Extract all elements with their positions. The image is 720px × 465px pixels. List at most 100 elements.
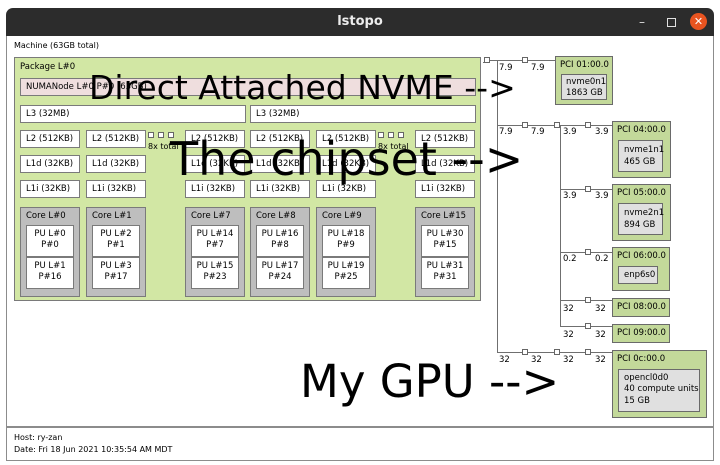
l3-cache[interactable]: L3 (32MB) [20,105,246,123]
device-name: nvme2n1 [624,208,665,218]
block-device[interactable]: nvme1n1 465 GB [618,140,664,172]
l2-cache[interactable]: L2 (512KB) [415,130,475,148]
l1d-cache[interactable]: L1d (32KB) [185,155,245,173]
pci-device[interactable]: PCI 05:00.0 nvme2n1 894 GB [612,184,671,241]
l1d-cache-label: L1d (32KB) [191,159,239,169]
l3-cache[interactable]: L3 (32MB) [250,105,476,123]
topology-canvas: Machine (63GB total) Package L#0 NUMANod… [6,36,714,427]
pu-logical-label: PU L#14 [196,229,234,239]
l2-cache-label: L2 (512KB) [191,134,239,144]
l2-cache-label: L2 (512KB) [26,134,74,144]
device-size: 1863 GB [566,88,603,98]
pci-device[interactable]: PCI 06:00.0 enp6s0 [612,247,670,291]
pci-bus-line [560,125,561,326]
package-label: Package L#0 [20,62,76,72]
device-size: 465 GB [624,157,656,167]
l1i-cache[interactable]: L1i (32KB) [185,180,245,198]
bandwidth-label: 3.9 [563,191,577,201]
l1i-cache[interactable]: L1i (32KB) [316,180,376,198]
maximize-icon[interactable] [663,14,679,30]
l2-cache[interactable]: L2 (512KB) [250,130,310,148]
total-label: 8x total [148,142,179,151]
bandwidth-label: 0.2 [563,254,577,264]
l1d-cache-label: L1d (32KB) [421,159,469,169]
device-name: enp6s0 [624,270,656,280]
l1d-cache[interactable]: L1d (32KB) [86,155,146,173]
device-name: opencl0d0 [624,373,669,383]
block-device[interactable]: nvme2n1 894 GB [618,203,665,235]
l1i-cache[interactable]: L1i (32KB) [250,180,310,198]
pci-id: PCI 06:00.0 [617,251,666,261]
pci-id: PCI 08:00.0 [617,302,666,312]
pu-logical-label: PU L#16 [261,229,299,239]
pci-id: PCI 09:00.0 [617,328,666,338]
package-box[interactable]: Package L#0 NUMANode L#0 P#0 (63GB) L3 (… [14,57,481,301]
opencl-device[interactable]: opencl0d0 40 compute units 15 GB [618,369,700,412]
l2-cache[interactable]: L2 (512KB) [86,130,146,148]
l1d-cache[interactable]: L1d (32KB) [20,155,80,173]
numa-node[interactable]: NUMANode L#0 P#0 (63GB) [20,78,476,96]
l1i-cache[interactable]: L1i (32KB) [86,180,146,198]
bandwidth-label: 0.2 [595,254,609,264]
pu-logical-label: PU L#15 [196,261,234,271]
l1i-cache-label: L1i (32KB) [92,184,137,194]
l1d-cache[interactable]: L1d (32KB) [415,155,475,173]
bandwidth-label: 32 [563,355,574,365]
l2-cache[interactable]: L2 (512KB) [185,130,245,148]
pci-device[interactable]: PCI 08:00.0 [612,298,670,317]
close-icon[interactable]: ✕ [690,13,707,30]
pu-logical-label: PU L#19 [327,261,365,271]
network-device[interactable]: enp6s0 [618,266,658,284]
pu-logical-label: PU L#30 [426,229,464,239]
pci-device[interactable]: PCI 01:00.0 nvme0n1 1863 GB [555,56,613,105]
l1i-cache[interactable]: L1i (32KB) [20,180,80,198]
l1d-cache-label: L1d (32KB) [26,159,74,169]
collapsed-marker [168,132,174,138]
l2-cache[interactable]: L2 (512KB) [20,130,80,148]
core-label: Core L#9 [322,211,362,221]
bandwidth-label: 32 [563,330,574,340]
bandwidth-label: 32 [595,355,606,365]
pu-physical-label: P#23 [203,272,227,282]
pci-device[interactable]: PCI 09:00.0 [612,324,670,343]
numa-label: NUMANode L#0 P#0 (63GB) [26,82,147,92]
pci-device[interactable]: PCI 04:00.0 nvme1n1 465 GB [612,121,671,178]
core-label: Core L#7 [191,211,231,221]
pu-physical-label: P#9 [337,240,355,250]
l3-label: L3 (32MB) [256,109,300,119]
collapsed-marker [388,132,394,138]
l2-cache-label: L2 (512KB) [256,134,304,144]
pu-logical-label: PU L#0 [34,229,66,239]
l2-cache[interactable]: L2 (512KB) [316,130,376,148]
core-label: Core L#0 [26,211,66,221]
minimize-icon[interactable]: – [639,15,645,29]
l1d-cache[interactable]: L1d (32KB) [250,155,310,173]
l1i-cache[interactable]: L1i (32KB) [415,180,475,198]
l2-cache-label: L2 (512KB) [421,134,469,144]
block-device[interactable]: nvme0n1 1863 GB [561,74,607,100]
pci-device-gpu[interactable]: PCI 0c:00.0 opencl0d0 40 compute units 1… [612,350,707,418]
pu-logical-label: PU L#3 [100,261,132,271]
collapsed-marker [378,132,384,138]
l1d-cache[interactable]: L1d (32KB) [316,155,376,173]
bandwidth-label: 3.9 [595,191,609,201]
pu-physical-label: P#15 [433,240,457,250]
